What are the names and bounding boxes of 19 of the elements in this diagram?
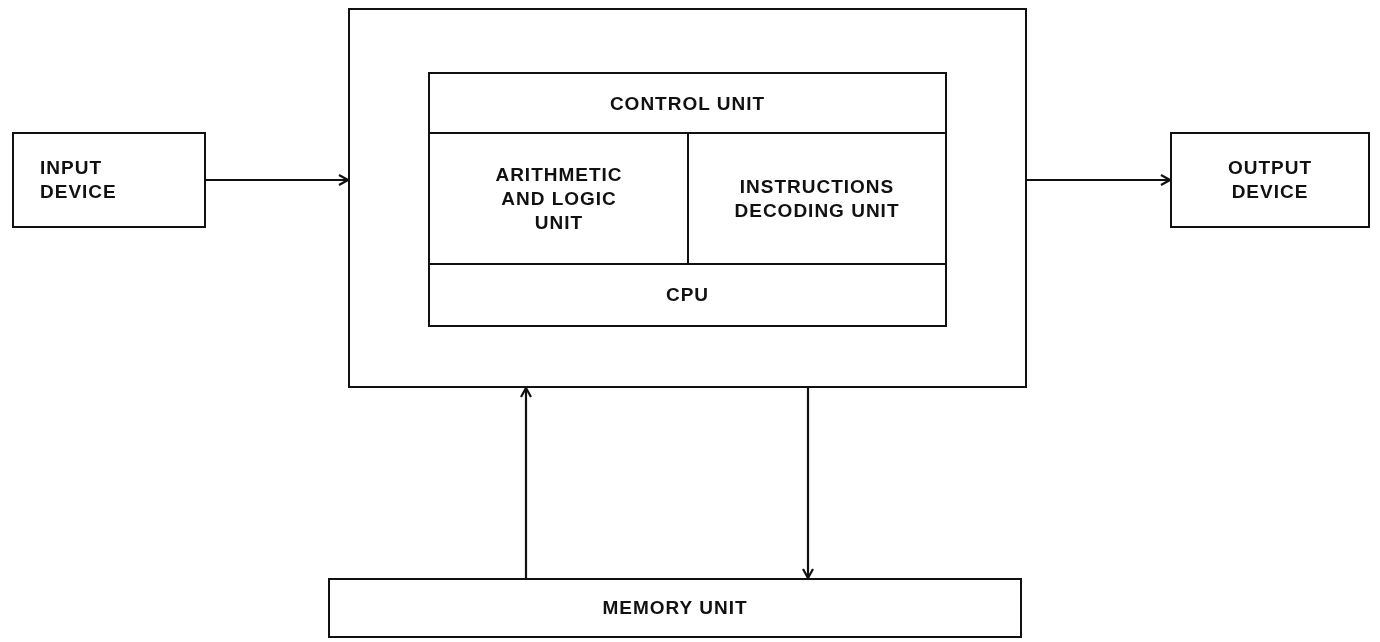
unit-label: INPUT DEVICE [40, 156, 118, 204]
unit-box [687, 132, 947, 266]
unit-box [428, 72, 947, 135]
arrow [519, 386, 533, 578]
unit-label: OUTPUT DEVICE [1226, 156, 1314, 204]
unit-label: INSTRUCTIONS DECODING UNIT [733, 175, 901, 223]
unit-box [1170, 132, 1370, 228]
unit-label: ARITHMETIC AND LOGIC UNIT [494, 163, 624, 235]
unit-label: CONTROL UNIT [609, 91, 766, 116]
unit-label: CPU [665, 283, 710, 307]
arrow [1027, 173, 1172, 187]
frame-box [348, 8, 1027, 388]
arrow [206, 173, 350, 187]
unit-box [428, 132, 690, 266]
unit-box [12, 132, 206, 228]
unit-box [428, 263, 947, 327]
unit-label: MEMORY UNIT [602, 596, 748, 620]
unit-box [328, 578, 1022, 638]
arrow [801, 388, 815, 580]
